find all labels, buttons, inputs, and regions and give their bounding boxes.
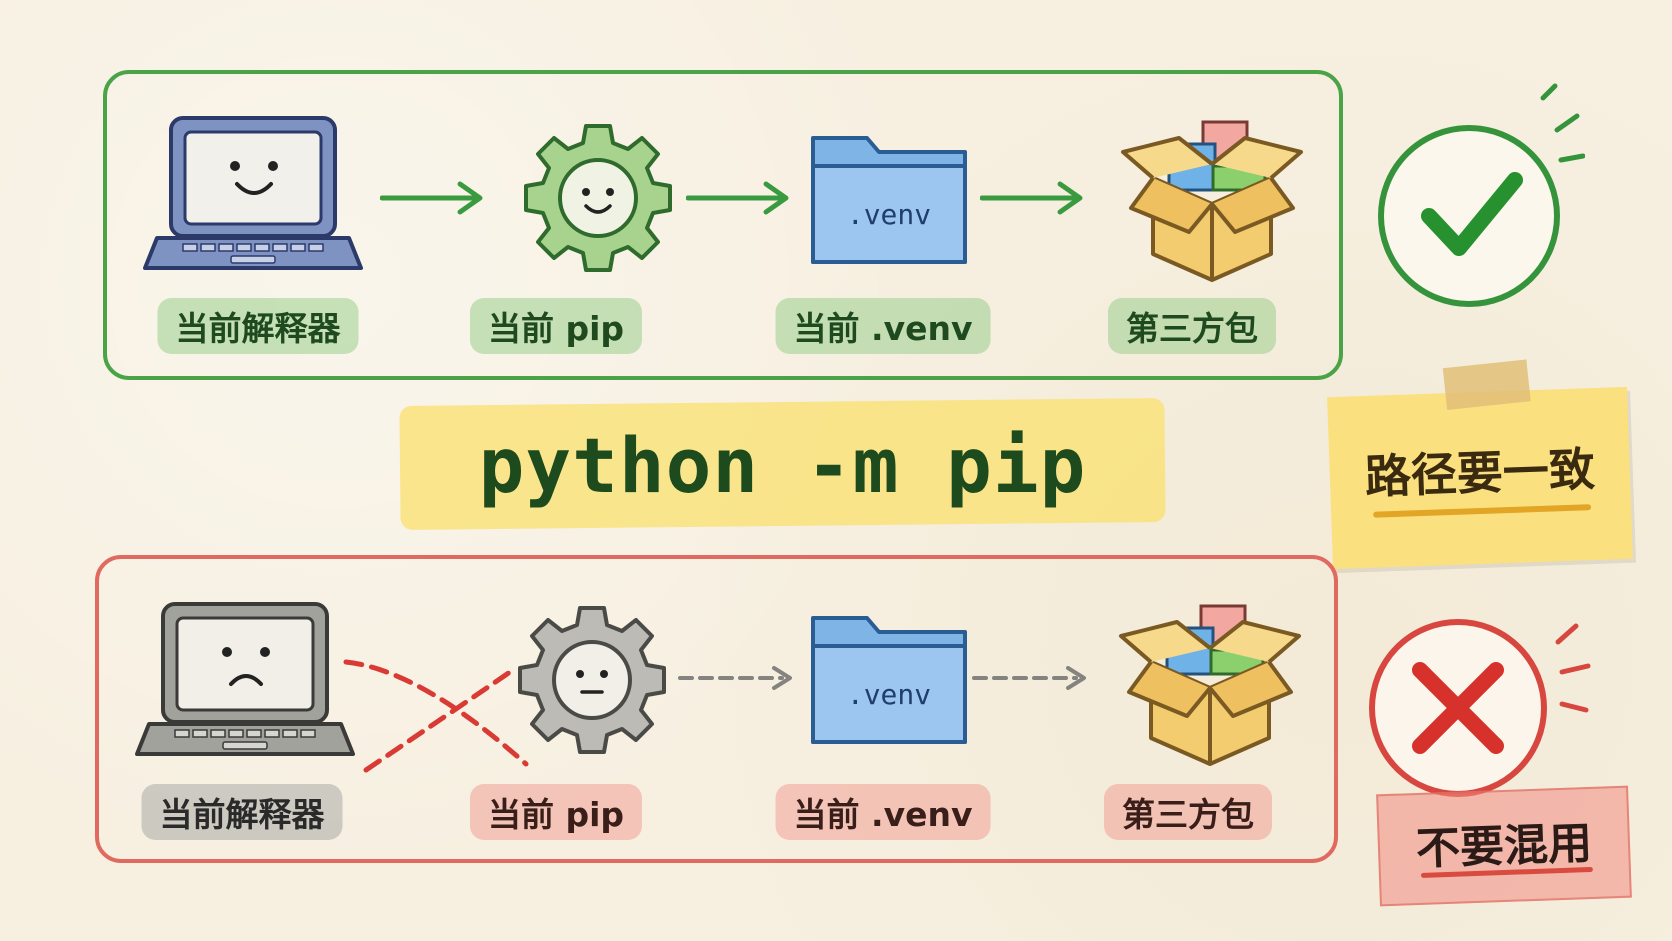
current-interpreter-step — [133, 110, 373, 280]
step-label-venv: 当前 .venv — [775, 784, 991, 840]
step-label-packages: 第三方包 — [1104, 784, 1272, 840]
arrow-right-icon — [380, 181, 483, 215]
no-mixing-note: 不要混用 — [1376, 785, 1632, 907]
folder-text: .venv — [847, 198, 931, 231]
current-pip-step — [472, 600, 712, 760]
crossed-connection — [343, 659, 529, 773]
note-text: 路径要一致 — [1363, 442, 1596, 505]
step-label-venv: 当前 .venv — [775, 298, 991, 354]
dashed-arrow-icon — [678, 666, 792, 690]
package-box-icon — [1121, 120, 1303, 282]
step-label-pip: 当前 pip — [469, 298, 643, 354]
command-title: python -m pip — [478, 421, 1087, 510]
laptop-sad-icon — [135, 602, 355, 756]
package-box-icon — [1119, 604, 1301, 766]
packages-step — [1092, 108, 1332, 288]
dashed-arrow-icon — [972, 666, 1086, 690]
folder-venv-icon: .venv — [811, 136, 967, 264]
gear-happy-icon — [524, 124, 672, 272]
step-label-interpreter: 当前解释器 — [141, 784, 343, 840]
step-label-packages: 第三方包 — [1108, 298, 1276, 354]
folder-venv-icon: .venv — [811, 616, 967, 744]
step-label-interpreter: 当前解释器 — [157, 298, 359, 354]
correct-flow-panel — [103, 70, 1343, 380]
arrow-right-icon — [980, 181, 1083, 215]
laptop-happy-icon — [143, 116, 363, 270]
packages-step — [1090, 592, 1330, 772]
current-venv-step: .venv — [770, 126, 1010, 276]
gear-neutral-icon — [518, 606, 666, 754]
tape — [1442, 359, 1531, 410]
consistency-note: 路径要一致 — [1327, 359, 1633, 570]
cross-icon — [1369, 619, 1591, 797]
note-underline — [1373, 504, 1592, 518]
incorrect-flow-panel — [95, 555, 1338, 863]
folder-text: .venv — [847, 678, 931, 711]
current-pip-step — [478, 118, 718, 278]
step-label-pip: 当前 pip — [469, 784, 643, 840]
arrow-right-icon — [686, 181, 789, 215]
checkmark-icon — [1378, 83, 1585, 307]
current-interpreter-step — [125, 596, 365, 766]
current-venv-step: .venv — [770, 606, 1010, 756]
